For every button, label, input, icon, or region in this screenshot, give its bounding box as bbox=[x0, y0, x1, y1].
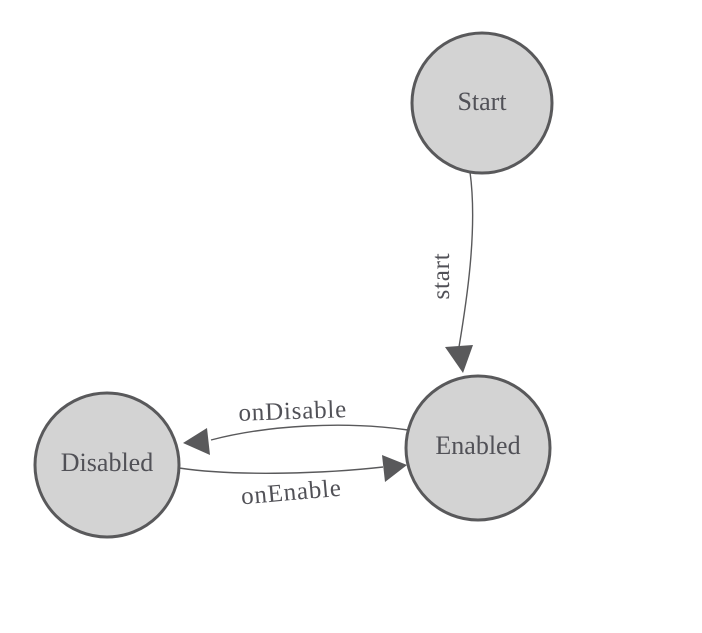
edge-label-onenable: onEnable bbox=[240, 475, 343, 511]
transition-enabled-to-disabled: onDisable bbox=[183, 396, 409, 455]
state-circle-disabled bbox=[33, 391, 181, 539]
state-node-enabled: Enabled bbox=[404, 374, 552, 522]
edge-line-onenable bbox=[178, 466, 384, 474]
arrowhead-right-icon bbox=[382, 455, 407, 482]
edge-label-start: start bbox=[428, 252, 455, 299]
arrowhead-left-icon bbox=[183, 428, 210, 455]
state-circle-enabled bbox=[404, 374, 552, 522]
arrowhead-down-icon bbox=[445, 345, 473, 373]
transition-disabled-to-enabled: onEnable bbox=[178, 455, 407, 511]
state-label-enabled: Enabled bbox=[435, 431, 520, 460]
state-label-disabled: Disabled bbox=[61, 448, 153, 477]
state-node-start: Start bbox=[410, 31, 554, 175]
state-label-start: Start bbox=[457, 87, 507, 116]
state-circle-start bbox=[410, 31, 554, 175]
edge-line-ondisable bbox=[210, 424, 409, 441]
transition-start-to-enabled: start bbox=[428, 171, 474, 373]
state-node-disabled: Disabled bbox=[33, 391, 181, 539]
edge-line-start bbox=[458, 171, 474, 348]
edge-label-ondisable: onDisable bbox=[238, 396, 347, 427]
